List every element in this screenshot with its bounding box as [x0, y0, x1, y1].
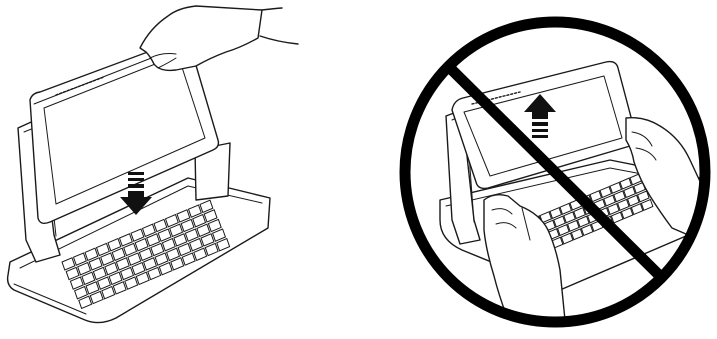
instruction-diagram [0, 0, 717, 339]
incorrect-panel [0, 0, 717, 339]
